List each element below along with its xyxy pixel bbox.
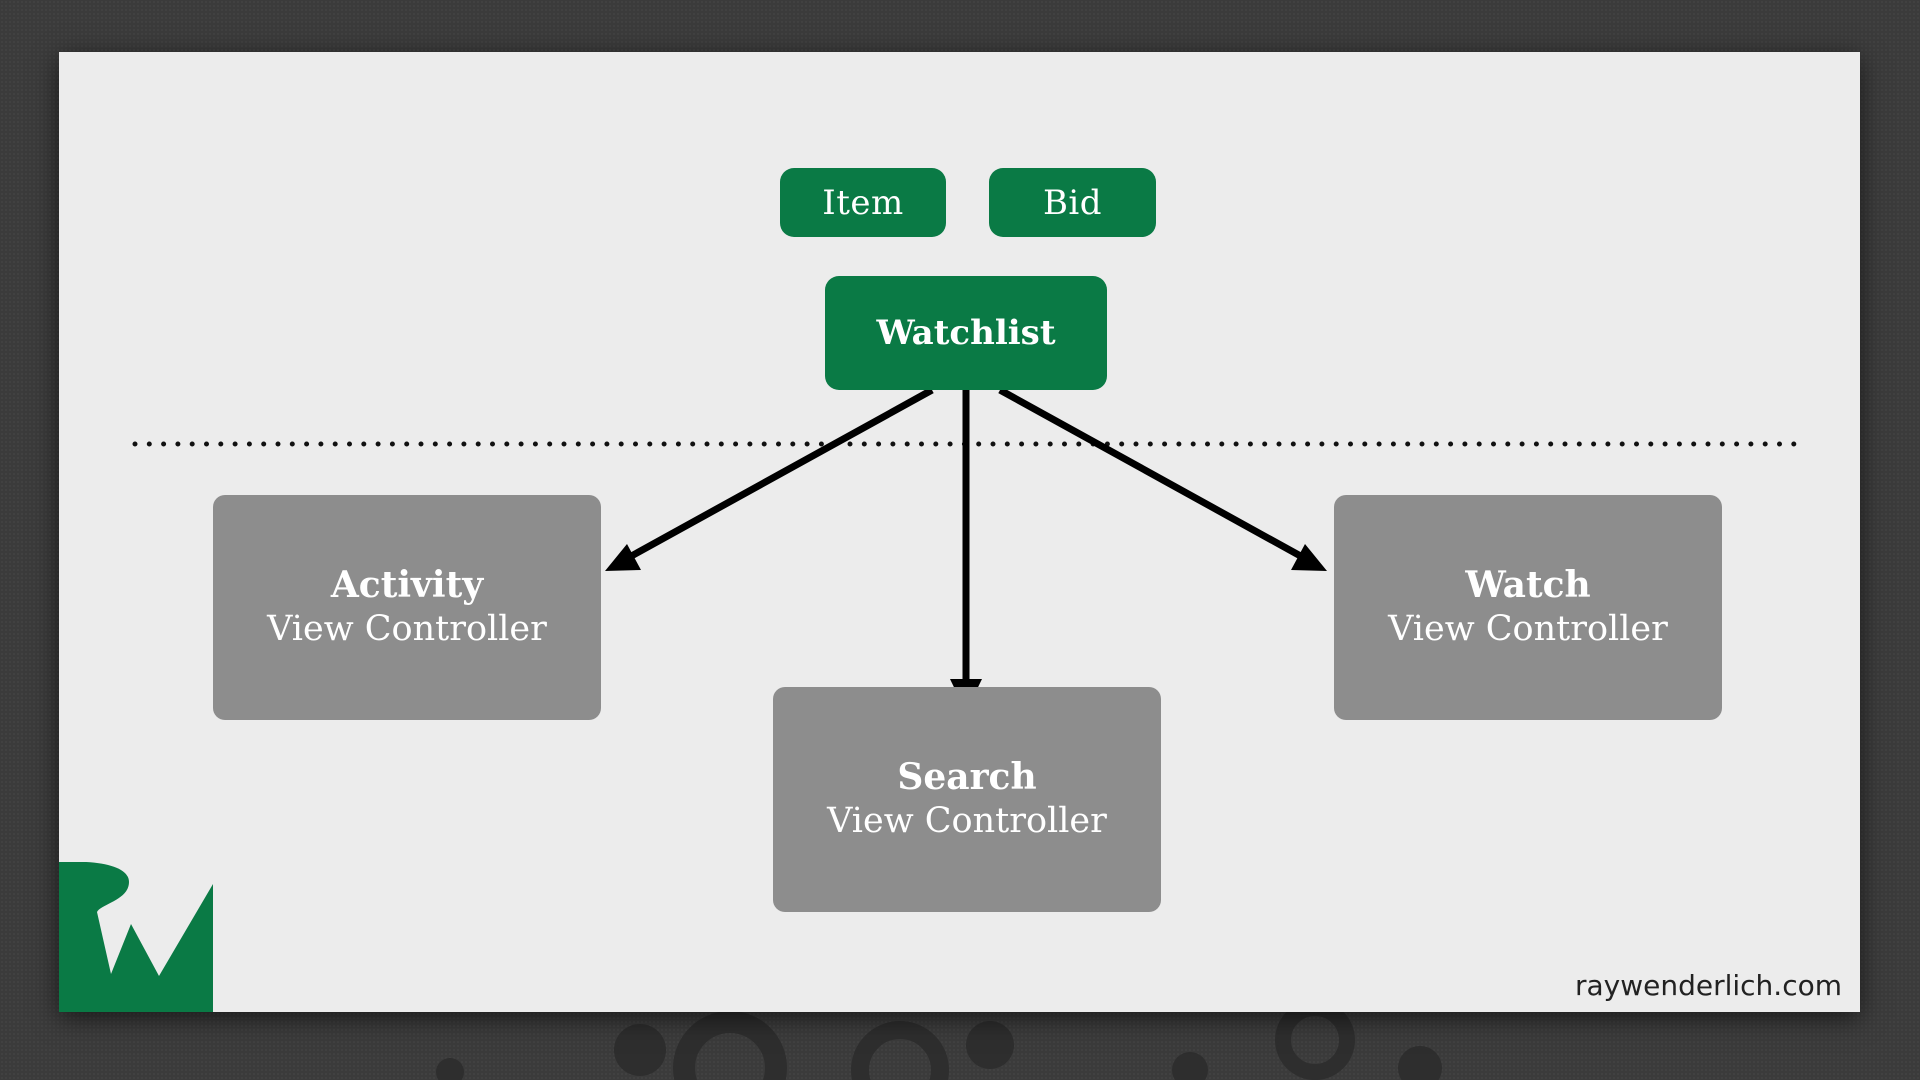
arrow-to-watch (998, 386, 1317, 568)
arrow-to-activity (615, 386, 934, 568)
slide: Item Bid Watchlist Activity View Control… (59, 52, 1860, 1012)
watch-subtitle: View Controller (1388, 609, 1668, 650)
watch-title: Watch (1465, 564, 1591, 607)
arrowhead-activity (605, 544, 641, 571)
bid-node: Bid (989, 168, 1156, 237)
raywenderlich-logo-icon (59, 862, 213, 1012)
item-label: Item (822, 182, 904, 223)
watchlist-node: Watchlist (825, 276, 1107, 390)
activity-subtitle: View Controller (267, 609, 547, 650)
bid-label: Bid (1042, 182, 1103, 223)
search-vc-node: Search View Controller (773, 687, 1161, 912)
site-url: raywenderlich.com (1574, 969, 1842, 1002)
item-node: Item (780, 168, 946, 237)
search-subtitle: View Controller (827, 801, 1107, 842)
arrowhead-watch (1291, 544, 1327, 571)
activity-vc-node: Activity View Controller (213, 495, 601, 720)
watchlist-label: Watchlist (876, 313, 1056, 353)
search-title: Search (897, 756, 1037, 799)
diagram-connectors (132, 386, 1798, 712)
activity-title: Activity (330, 564, 484, 607)
watch-vc-node: Watch View Controller (1334, 495, 1722, 720)
